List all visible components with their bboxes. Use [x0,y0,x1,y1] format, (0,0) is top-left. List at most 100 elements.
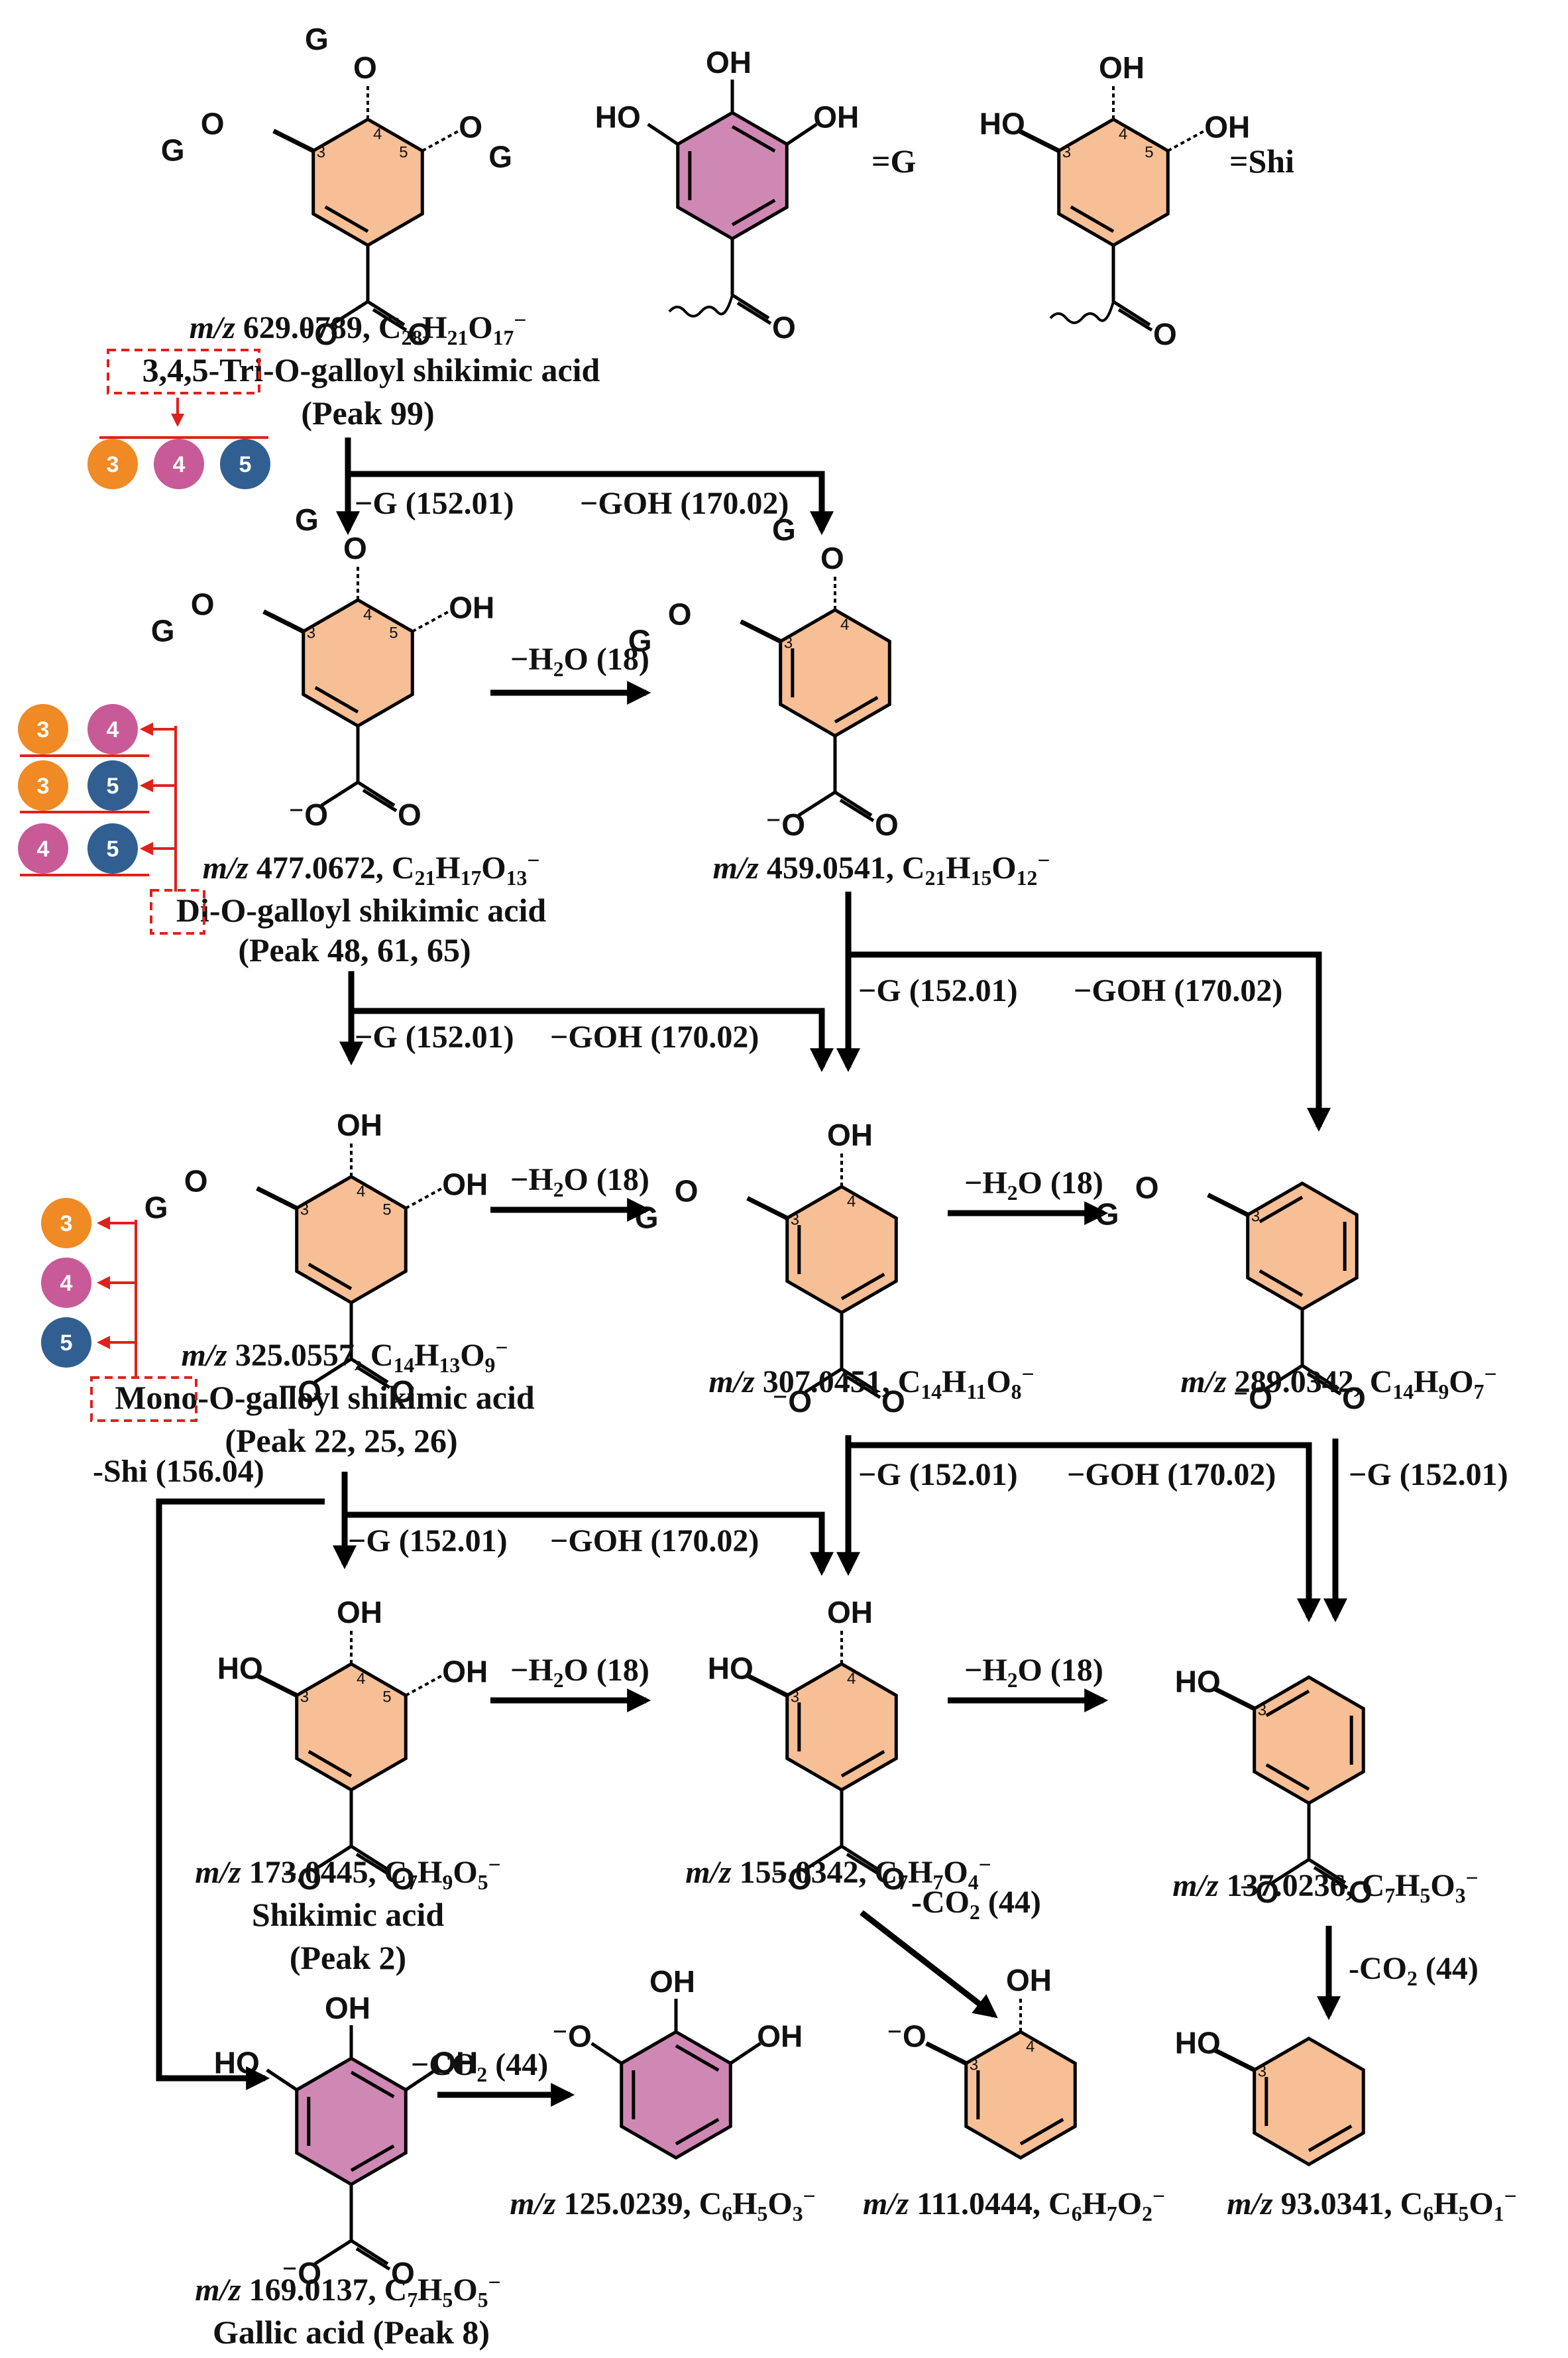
di-galloyl-dehydrated-structure [740,573,891,738]
loss-label-h2o: −H2O (18) [964,1165,1103,1205]
svg-text:5: 5 [107,837,119,862]
hydroxyl: OH [706,45,752,80]
position-number: 4 [1026,2038,1035,2056]
arrow-didehyd-to-monodehyd2 [848,951,1331,1132]
svg-text:4: 4 [173,452,186,477]
position-number: 5 [399,144,408,162]
carboxylate-oxygen: ⁻O [1233,1381,1272,1415]
substituent-c4: OH [337,1108,382,1142]
substituent-c5: OH [442,1655,488,1689]
mono-galloyl-dehydrated2-structure [1207,1181,1359,1311]
position-number: 4 [373,125,382,143]
svg-text:5: 5 [107,774,119,799]
loss-label-g: −G (152.01) [355,486,514,521]
carboxylate-oxygen: ⁻O [772,1384,812,1419]
position-badge-5: 5 [41,1317,91,1368]
loss-label-h2o: −H2O (18) [510,642,649,681]
carbonyl-oxygen: O [398,797,421,832]
di-galloyl-structure [262,563,450,728]
carbonyl-oxygen: O [1342,1381,1366,1415]
position-number: 5 [382,1688,391,1706]
substituent-c3: O [668,597,692,632]
mz-label-fragment-93: m/z 93.0341, C6​H5​O1​−​ [1227,2184,1516,2225]
hydroxyl: OH [813,100,859,135]
substituent-c4: O [343,531,367,565]
substituent-c4: OH [1099,50,1145,85]
carbonyl-oxygen: O [875,807,899,842]
substituent-c4: OH [827,1118,873,1152]
svg-text:3: 3 [37,774,50,799]
carboxylate-oxygen: ⁻O [765,807,805,842]
carboxylate-oxygen: ⁻O [282,2256,321,2290]
substituent-c4: O [353,50,377,85]
labels: =G=Shi−G (152.01)−GOH (170.02)−H2O (18)−… [18,143,1517,2351]
hydroxyl: OH [432,2046,478,2080]
hydroxyl: HO [595,100,641,135]
galloyl-label: G [161,133,185,168]
substituent-c3: HO [1175,1665,1221,1699]
arrow-mono-to-shikdehyd-goh [345,1511,834,1576]
position-number: 4 [847,1193,856,1210]
position-number: 5 [1145,144,1153,162]
position-number: 3 [1258,1702,1266,1720]
loss-label-goh: −GOH (170.02) [1074,973,1282,1008]
substituent-c3: O [201,107,225,141]
position-badge-3: 3 [18,704,68,754]
substituent-c3: O [1135,1171,1159,1205]
svg-text:5: 5 [60,1330,73,1356]
mz-label-shikimic: m/z 173.0445, C7​H9​O5​−​ [195,1853,500,1894]
galloyl-definition-tail: O [668,239,796,345]
hydroxyl: OH [325,1991,370,2025]
position-number: 3 [970,2056,978,2074]
carbonyl-oxygen: O [391,2256,415,2290]
arrow-di-to-monodehyd-goh [351,1008,834,1073]
substituent-c4: OH [827,1595,873,1629]
substituent-c3: HO [217,1651,263,1686]
arrow-tri-to-didehyd [348,471,834,536]
substituent-c3: ⁻O [887,2019,926,2054]
peak-label-tri: (Peak 99) [301,394,434,432]
mz-label-di-dehydrated: m/z 459.0541, C21​H15​O12​−​ [713,849,1050,890]
loss-label-h2o: −H2O (18) [964,1653,1103,1692]
mz-label-mono: m/z 325.0557, C14​H13​O9​−​ [181,1336,508,1377]
substituent-c3: O [675,1174,699,1208]
mz-label-fragment-111: m/z 111.0444, C6​H7​O2​−​ [863,2184,1165,2225]
position-number: 4 [357,1183,365,1201]
loss-label-h2o: −H2O (18) [510,1653,649,1692]
carbonyl-oxygen: O [408,317,431,351]
carbonyl-oxygen: O [881,1861,905,1896]
shikimoyl-definition-structure-tail: O [1049,245,1177,351]
name-label-mono: Mono-O-galloyl shikimic acid [115,1379,535,1416]
galloyl-label: G [772,512,796,547]
substituent-c3: HO [980,107,1025,141]
gallic-acid-tail: ⁻O O [282,2184,415,2290]
highlight-box-mono [90,1376,197,1422]
carboxylate-oxygen: ⁻O [288,797,328,832]
highlight-box-tri [107,349,260,394]
tri-galloyl-structure [272,83,460,247]
galloyl-label: G [488,140,512,174]
svg-text:3: 3 [107,452,119,477]
di-galloyl-dehydrated-structure-tail: ⁻O O [765,736,899,842]
mono-galloyl-structure [256,1140,443,1305]
mz-label-mono-dehydrated2: m/z 289.0342, C14​H9​O7​−​ [1180,1362,1496,1403]
loss-label-co2: -CO2​ (44) [911,1885,1041,1924]
mz-label-di: m/z 477.0672, C21​H17​O13​−​ [203,849,540,890]
fragment-111-structure [925,1995,1077,2160]
shikimic-dehydrated2-structure [1213,1675,1365,1805]
carboxylate-oxygen: ⁻O [282,1374,321,1409]
shikimoyl-definition-label: =Shi [1229,143,1294,180]
position-badge-5: 5 [220,439,270,489]
mono-galloyl-dehydrated2-structure-tail: ⁻O O [1233,1309,1366,1415]
carboxylate-oxygen: ⁻O [282,1861,321,1896]
loss-label-g: −G (152.01) [348,1523,508,1559]
loss-label-co2: -CO2​ (44) [1349,1951,1479,1990]
loss-label-g: −G (152.01) [858,1457,1018,1492]
carboxylate-oxygen: ⁻O [1239,1875,1279,1909]
mz-label-tri: m/z 629.0789, C28​H21​O17​−​ [190,308,527,349]
